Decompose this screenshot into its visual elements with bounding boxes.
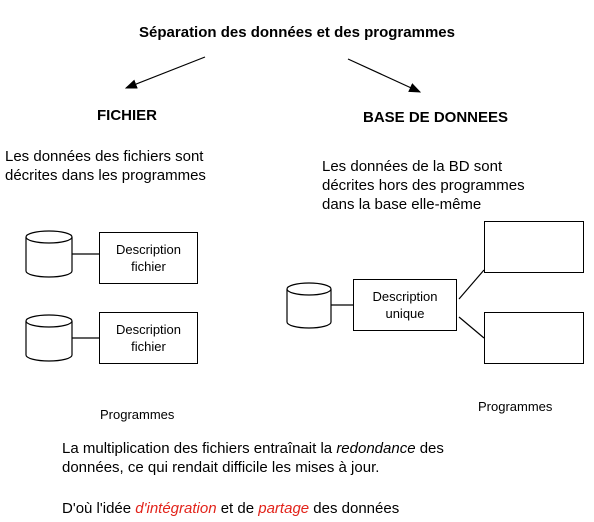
right-text-line: Les données de la BD sont <box>322 158 503 175</box>
box-label: Description <box>115 242 182 257</box>
box-label: Description <box>115 322 182 337</box>
heading-fichier: FICHIER <box>97 107 157 124</box>
box-label: fichier <box>131 259 166 274</box>
database-cylinder-icon <box>25 314 73 362</box>
left-text-line: Les données des fichiers sont <box>5 148 204 165</box>
box-label: Description <box>372 289 438 304</box>
bottom-conclusion: D'où l'idée d'intégration et de partage … <box>62 499 399 518</box>
connector-line <box>458 316 485 339</box>
text-span: La multiplication des fichiers entraînai… <box>62 440 337 457</box>
text-span: des données <box>309 500 400 517</box>
box-label: fichier <box>131 339 166 354</box>
right-text-line: dans la base elle-même <box>322 196 482 213</box>
emphasis-partage: partage <box>258 500 310 517</box>
arrow-left <box>124 56 206 89</box>
emphasis-redondance: redondance <box>336 440 416 457</box>
program-box <box>484 221 584 273</box>
left-description-text: Les données des fichiers sont décrites d… <box>5 147 206 185</box>
bottom-paragraph: La multiplication des fichiers entraînai… <box>62 439 444 477</box>
description-fichier-box: Description fichier <box>99 312 198 364</box>
description-unique-box: Description unique <box>353 279 457 331</box>
bottom-line: données, ce qui rendait difficile les mi… <box>62 459 380 476</box>
text-span: des <box>415 440 444 457</box>
right-description-text: Les données de la BD sont décrites hors … <box>322 157 525 214</box>
left-caption-programmes: Programmes <box>100 407 175 422</box>
description-fichier-box: Description fichier <box>99 232 198 284</box>
left-text-line: décrites dans les programmes <box>5 167 206 184</box>
database-cylinder-icon <box>286 282 332 329</box>
heading-base-de-donnees: BASE DE DONNEES <box>363 109 509 126</box>
bottom-line: La multiplication des fichiers entraînai… <box>62 439 444 458</box>
emphasis-integration: d'intégration <box>135 500 217 517</box>
right-text-line: décrites hors des programmes <box>322 177 525 194</box>
box-label: unique <box>385 306 425 321</box>
program-box <box>484 312 584 364</box>
text-span: et de <box>216 500 259 517</box>
database-cylinder-icon <box>25 230 73 278</box>
right-caption-programmes: Programmes <box>478 399 553 414</box>
connector-line <box>458 269 485 300</box>
arrow-right <box>347 58 422 93</box>
diagram-title: Séparation des données et des programmes <box>139 24 455 41</box>
text-span: D'où l'idée <box>62 500 136 517</box>
